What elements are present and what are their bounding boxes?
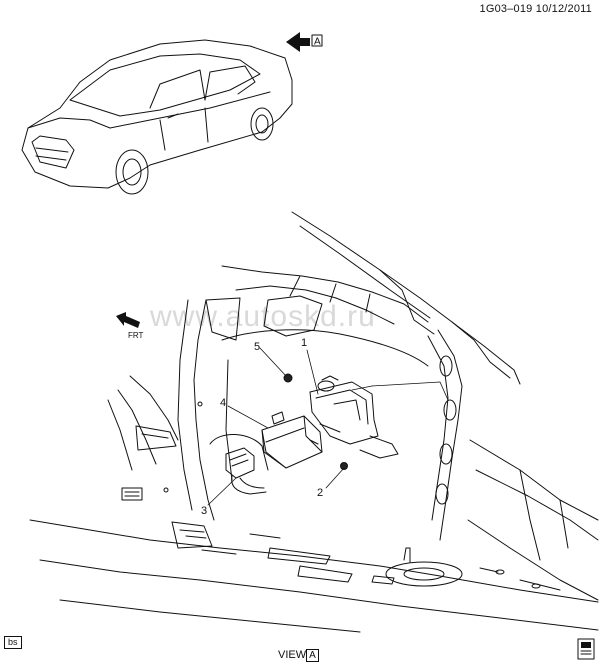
view-a-letter: A	[314, 37, 321, 48]
view-letter-box: A	[306, 649, 319, 662]
diagram-date: 10/12/2011	[535, 3, 592, 15]
callout-5: 5	[254, 341, 260, 353]
diagram-header: 1G03–019 10/12/2011	[480, 3, 593, 15]
callout-4: 4	[220, 397, 226, 409]
control-module-assembly	[225, 373, 399, 495]
body-structure	[29, 211, 599, 633]
manual-book-icon	[577, 638, 595, 660]
view-label: VIEW	[278, 649, 307, 661]
callout-1: 1	[301, 337, 307, 349]
diagram-id: 1G03–019	[479, 3, 533, 15]
vehicle-locator	[21, 39, 293, 195]
front-arrow-icon: FRT	[116, 312, 144, 340]
leader-lines	[207, 347, 449, 506]
front-label: FRT	[128, 331, 144, 340]
corner-tag: bs	[4, 636, 22, 649]
view-a-arrow-icon: A	[286, 32, 323, 52]
callout-2: 2	[317, 487, 323, 499]
callout-3: 3	[201, 505, 207, 517]
